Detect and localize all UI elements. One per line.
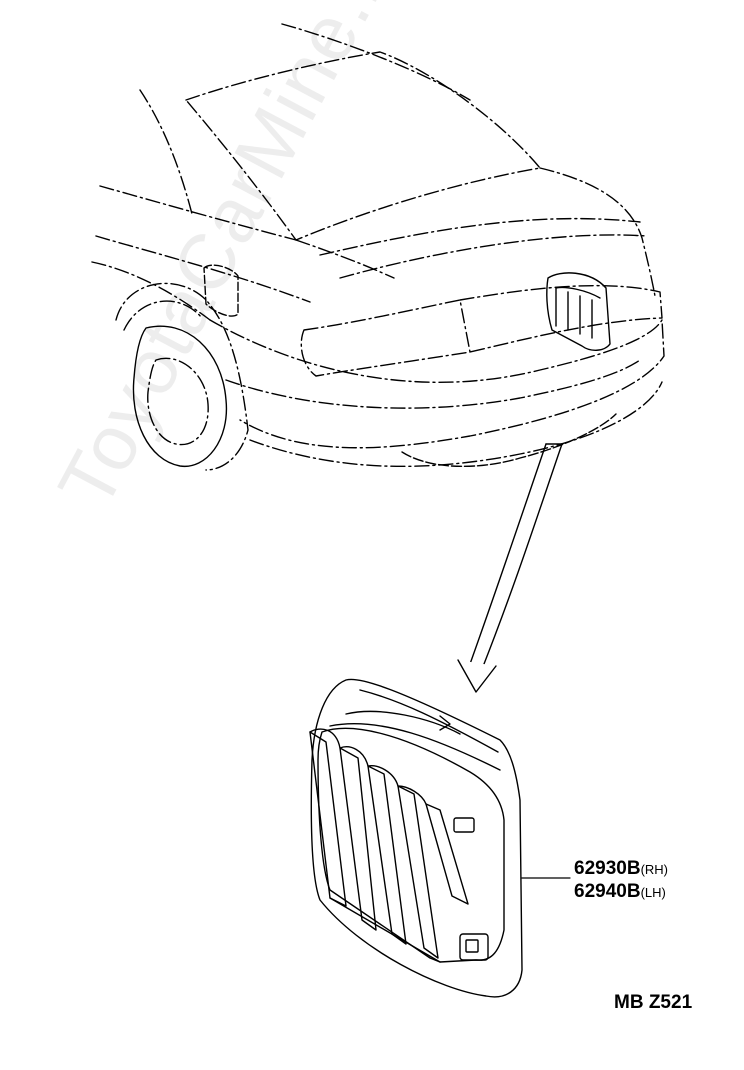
bumper-lower	[249, 381, 663, 468]
trunk-lid-edge	[319, 217, 641, 256]
roof-line	[281, 23, 471, 101]
tail-lamp-left	[300, 299, 471, 377]
bumper-bottom	[401, 413, 617, 468]
diagram-code: MB Z521	[614, 992, 693, 1013]
upper-clip	[453, 817, 475, 833]
rear-wheel	[132, 325, 228, 467]
part-number-rh: 62930B(RH)	[574, 858, 668, 880]
louver-blade-4	[397, 785, 439, 959]
side-lower-line	[91, 261, 211, 321]
trunk-lid-right	[539, 167, 656, 297]
trunk-lip	[339, 234, 647, 279]
part-number: 62930B	[574, 858, 641, 879]
part-side: (RH)	[640, 862, 668, 877]
rear-window	[185, 51, 541, 241]
louver-blade-1	[309, 731, 347, 907]
lower-clip	[459, 933, 489, 961]
part-number-lh: 62940B(LH)	[574, 881, 666, 903]
louver-flange	[310, 678, 523, 998]
rear-bumper	[209, 319, 665, 449]
wheel-arch	[115, 282, 249, 471]
louver-location	[546, 272, 611, 351]
part-side: (LH)	[640, 885, 666, 900]
trunk-lid-top	[295, 239, 395, 279]
side-belt-line	[95, 235, 311, 303]
louver-body	[317, 727, 505, 963]
louver-blade-2	[339, 747, 377, 931]
louver-blade-3	[367, 765, 407, 945]
bumper-molding	[225, 359, 641, 409]
fuel-door	[203, 264, 239, 317]
quarter-vent-louver	[309, 678, 523, 998]
location-arrow	[457, 443, 563, 693]
side-upper-line	[99, 185, 297, 241]
car-body	[91, 23, 665, 471]
part-number: 62940B	[574, 881, 641, 902]
c-pillar-line	[139, 89, 193, 215]
wheel-arch-inner	[123, 300, 203, 331]
louver-blade-5	[425, 803, 469, 905]
tail-lamp-center	[459, 284, 663, 353]
